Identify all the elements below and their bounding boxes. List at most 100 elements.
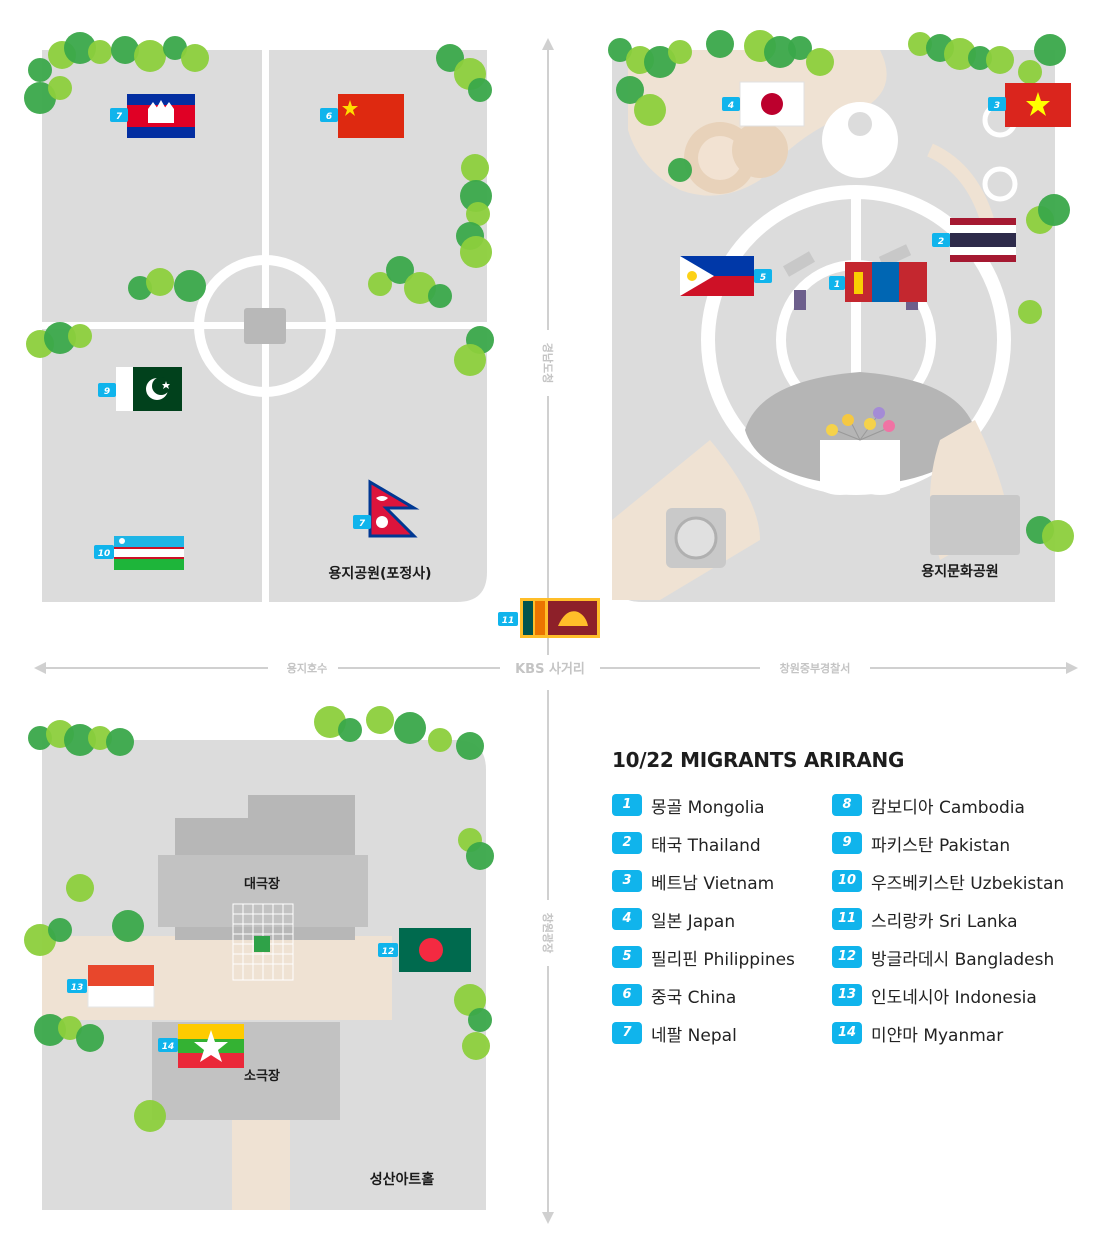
legend-item-label: 필리핀 Philippines [651, 949, 795, 970]
seongsan-art-hall-label: 성산아트홀 [370, 1171, 435, 1188]
tree-icon [1018, 60, 1042, 84]
tree-icon [428, 284, 452, 308]
legend-number-badge: 4 [612, 908, 642, 930]
flag-number-label: 14 [162, 1042, 175, 1052]
flag-cambodia[interactable] [127, 94, 195, 138]
legend-item-label: 방글라데시 Bangladesh [871, 949, 1055, 970]
tree-icon [456, 732, 484, 760]
legend-number-badge: 14 [832, 1022, 862, 1044]
tree-icon [366, 706, 394, 734]
tree-icon [58, 1016, 82, 1040]
tree-icon [163, 36, 187, 60]
flag-indonesia[interactable] [87, 964, 155, 1008]
legend-item-label: 중국 China [651, 987, 737, 1008]
tree-icon [88, 726, 112, 750]
tree-icon [944, 38, 976, 70]
flag-philippines[interactable] [680, 256, 754, 296]
tree-icon [462, 1032, 490, 1060]
tree-icon [764, 36, 796, 68]
tree-icon [174, 270, 206, 302]
tree-icon [34, 1014, 66, 1046]
flag-number-label: 4 [727, 101, 734, 111]
flag-number-label: 12 [382, 947, 395, 957]
road-label-north: 경남도청 [541, 343, 555, 383]
balloons-icon [826, 407, 895, 441]
flag-number-markers: 7 6 9 7 10 11 4 3 2 5 1 12 13 14 [67, 97, 1006, 1052]
flag-vietnam[interactable] [1005, 83, 1071, 127]
flag-uzbekistan[interactable] [114, 536, 184, 570]
legend-item-label: 미얀마 Myanmar [871, 1025, 1004, 1046]
tree-icon [1018, 300, 1042, 324]
tree-icon [24, 82, 56, 114]
flag-myanmar[interactable] [178, 1024, 244, 1068]
tree-icon [454, 984, 486, 1016]
flag-number-label: 1 [834, 280, 840, 290]
tree-icon [134, 1100, 166, 1132]
flag-mongolia[interactable] [845, 262, 927, 302]
flag-china[interactable] [338, 94, 404, 138]
tree-icon [48, 918, 72, 942]
flag-pakistan[interactable] [116, 367, 182, 411]
legend-number-badge: 3 [612, 870, 642, 892]
tree-icon [466, 842, 494, 870]
flag-number-label: 13 [71, 983, 84, 993]
tree-icon [134, 40, 166, 72]
tree-icon [146, 268, 174, 296]
legend-item[interactable]: 5 필리핀 Philippines [612, 938, 832, 976]
tree-icon [668, 158, 692, 182]
tree-icon [608, 38, 632, 62]
tree-icon [64, 32, 96, 64]
tree-icon [44, 322, 76, 354]
legend-number-badge: 5 [612, 946, 642, 968]
tree-icon [66, 874, 94, 902]
flag-number-label: 7 [359, 519, 366, 529]
tree-icon [461, 154, 489, 182]
legend-number-badge: 12 [832, 946, 862, 968]
yongji-culture-park-label: 용지문화공원 [921, 564, 998, 580]
flag-number-label: 6 [326, 112, 332, 122]
road-label-east: 창원중부경찰서 [780, 661, 851, 675]
yongji-culture-park: 용지문화공원 [612, 50, 1055, 602]
tree-icon [1042, 520, 1074, 552]
flag-bangladesh[interactable] [399, 928, 471, 972]
legend-number-badge: 9 [832, 832, 862, 854]
yongji-park: 용지공원(포정사) [42, 50, 487, 602]
tree-icon [468, 1008, 492, 1032]
seongsan-art-hall: 대극장 소극장 성산아트홀 [42, 740, 486, 1210]
tree-icon [428, 728, 452, 752]
flag-thailand[interactable] [950, 218, 1016, 262]
legend-item[interactable]: 14 미얀마 Myanmar [832, 1014, 1052, 1052]
legend-number-badge: 13 [832, 984, 862, 1006]
flag-number-label: 3 [994, 101, 1000, 111]
road-label-west: 용지호수 [287, 661, 327, 675]
tree-icon [48, 76, 72, 100]
legend-item-label: 인도네시아 Indonesia [871, 987, 1037, 1008]
legend-item[interactable]: 12 방글라데시 Bangladesh [832, 938, 1055, 976]
tree-icon [466, 202, 490, 226]
tree-icon [68, 324, 92, 348]
flag-sri-lanka[interactable] [520, 598, 600, 638]
tree-icon [616, 76, 644, 104]
tree-icon [468, 78, 492, 102]
legend-item-label: 캄보디아 Cambodia [871, 797, 1025, 818]
flag-number-label: 11 [502, 616, 515, 626]
tree-icon [634, 94, 666, 126]
tree-icon [112, 910, 144, 942]
legend-item[interactable]: 13 인도네시아 Indonesia [832, 976, 1052, 1014]
flag-japan[interactable] [739, 81, 805, 127]
tree-icon [88, 40, 112, 64]
small-theater-label: 소극장 [244, 1068, 280, 1084]
